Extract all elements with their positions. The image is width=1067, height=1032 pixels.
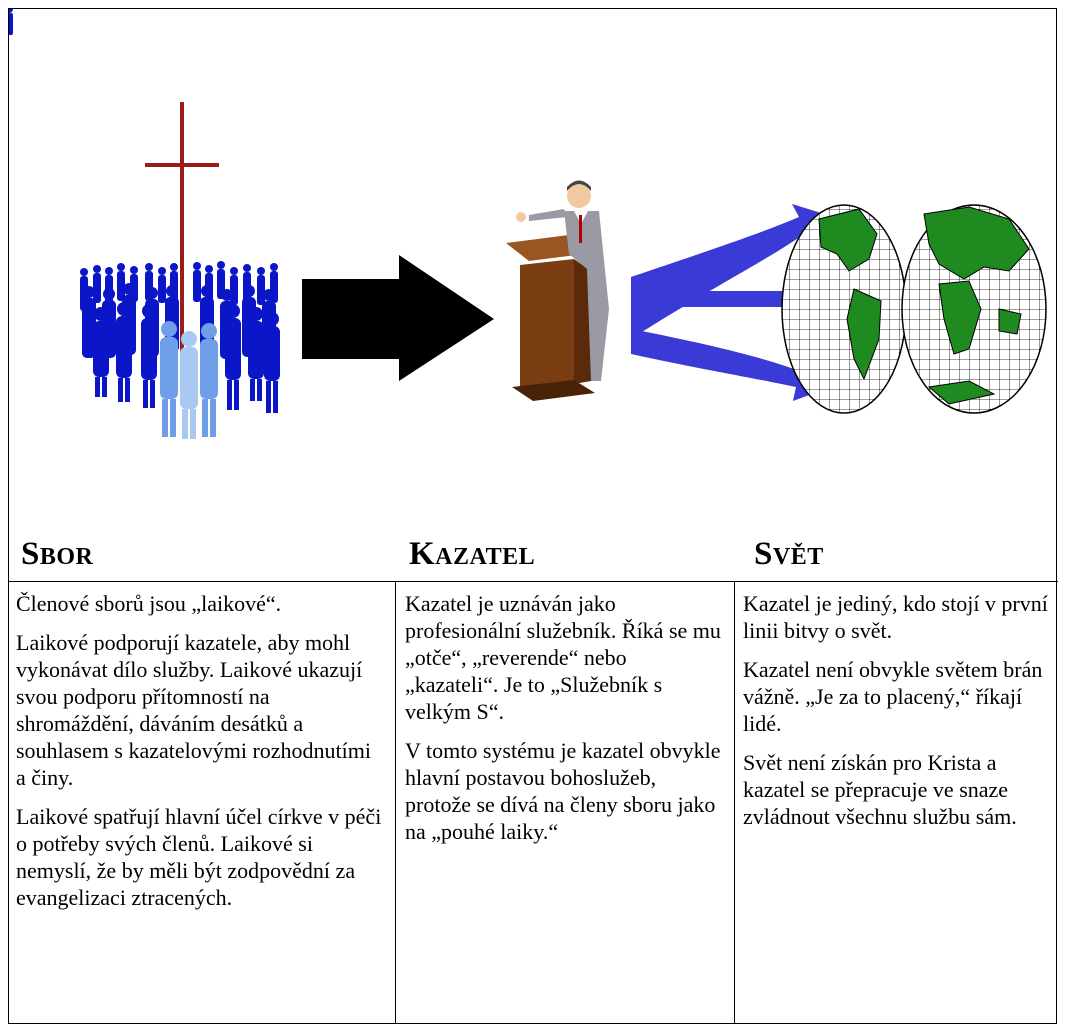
heading-kazatel: KAZATEL — [409, 536, 535, 573]
paragraph: Členové sborů jsou „laikové“. — [16, 591, 282, 616]
heading-initial: S — [754, 536, 773, 572]
blue-arrows-icon — [631, 204, 831, 401]
paragraph: Kazatel je uznáván jako profesionální sl… — [405, 591, 721, 724]
heading-svet: SVĚT — [754, 536, 824, 573]
paragraph: V tomto systému je kazatel obvykle hlavn… — [405, 738, 721, 844]
heading-initial: S — [21, 536, 40, 572]
illustration — [9, 9, 1047, 439]
heading-rest: VĚT — [772, 544, 824, 570]
right-arrow-icon — [302, 255, 494, 381]
paragraph: Svět není získán pro Krista a kazatel se… — [743, 750, 1017, 829]
column-sbor: Členové sborů jsou „laikové“. Laikové po… — [16, 590, 386, 923]
paragraph: Laikové spatřují hlavní účel církve v pé… — [16, 804, 382, 910]
paragraph: Laikové podporují kazatele, aby mohl vyk… — [16, 630, 371, 790]
cross-icon — [145, 102, 219, 372]
paragraph: Kazatel není obvykle světem brán vážně. … — [743, 657, 1043, 736]
paragraph: Kazatel je jediný, kdo stojí v první lin… — [743, 591, 1048, 643]
page-frame: SBOR KAZATEL SVĚT Členové sborů jsou „la… — [8, 8, 1058, 1024]
heading-rest: BOR — [39, 544, 94, 570]
column-kazatel: Kazatel je uznáván jako profesionální sl… — [405, 590, 725, 857]
preacher-icon — [516, 180, 609, 381]
column-svet: Kazatel je jediný, kdo stojí v první lin… — [743, 590, 1051, 842]
heading-rest: AZATEL — [435, 544, 536, 570]
column-divider — [395, 581, 396, 1023]
heading-initial: K — [409, 536, 436, 572]
heading-sbor: SBOR — [21, 536, 93, 573]
globe-icon — [781, 204, 1047, 414]
crowd-icon — [9, 9, 280, 439]
column-divider — [734, 581, 735, 1023]
table-top-border — [9, 581, 1058, 582]
